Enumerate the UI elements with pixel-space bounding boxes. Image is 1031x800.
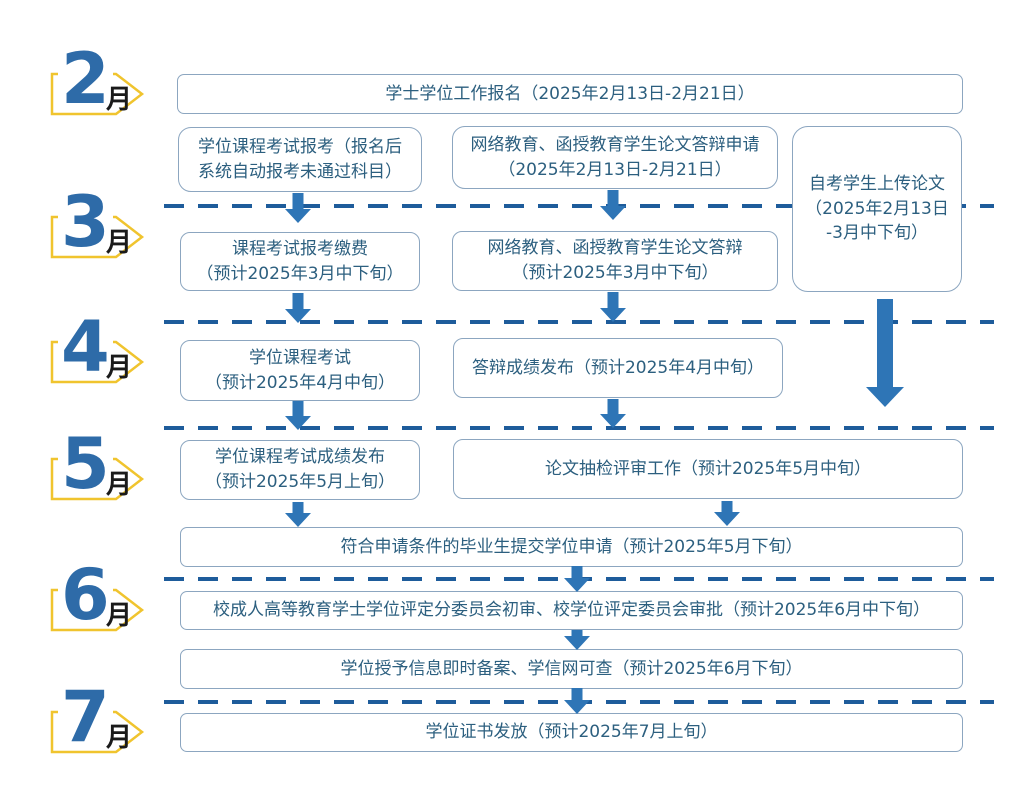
arrow-down-icon (600, 399, 626, 428)
arrow-down-icon (600, 292, 626, 322)
arrow-down-icon (285, 293, 311, 323)
month-unit-label: 月 (106, 85, 133, 115)
month-marker-june: 6 月 (50, 560, 160, 635)
arrow-down-icon (564, 688, 590, 714)
month-marker-may: 5 月 (50, 429, 160, 504)
month-divider-march (164, 204, 994, 208)
step-degree-course-exam-signup: 学位课程考试报考（报名后 系统自动报考未通过科目） (178, 127, 422, 192)
month-marker-february: 2 月 (50, 44, 160, 119)
month-unit-label: 月 (106, 353, 133, 383)
month-number: 5 (58, 429, 113, 499)
month-number: 6 (58, 560, 113, 630)
month-unit-label: 月 (106, 228, 133, 258)
step-degree-course-exam: 学位课程考试 （预计2025年4月中旬） (180, 340, 420, 401)
month-unit-label: 月 (106, 723, 133, 753)
arrow-down-icon (714, 501, 740, 526)
month-number: 2 (58, 44, 113, 114)
month-divider-april (164, 320, 994, 324)
step-thesis-spotcheck-review: 论文抽检评审工作（预计2025年5月中旬） (453, 439, 963, 499)
month-marker-july: 7 月 (50, 682, 160, 757)
month-unit-label: 月 (106, 601, 133, 631)
month-marker-march: 3 月 (50, 187, 160, 262)
step-submit-degree-application: 符合申请条件的毕业生提交学位申请（预计2025年5月下旬） (180, 527, 963, 567)
month-number: 4 (58, 312, 113, 382)
step-certificate-issuance: 学位证书发放（预计2025年7月上旬） (180, 713, 963, 752)
month-number: 3 (58, 187, 113, 257)
arrow-down-icon (600, 190, 626, 220)
step-selfstudy-upload-thesis: 自考学生上传论文 （2025年2月13日 -3月中下旬） (792, 126, 962, 292)
month-divider-may (164, 426, 994, 430)
step-thesis-defense: 网络教育、函授教育学生论文答辩 （预计2025年3月中下旬） (452, 231, 778, 291)
month-marker-april: 4 月 (50, 312, 160, 387)
step-degree-info-filing: 学位授予信息即时备案、学信网可查（预计2025年6月下旬） (180, 649, 963, 689)
step-exam-signup-payment: 课程考试报考缴费 （预计2025年3月中下旬） (180, 232, 420, 291)
arrow-down-icon (285, 193, 311, 223)
step-thesis-defense-application: 网络教育、函授教育学生论文答辩申请 （2025年2月13日-2月21日） (452, 126, 778, 189)
step-defense-results-release: 答辩成绩发布（预计2025年4月中旬） (453, 338, 783, 398)
long-arrow-down-icon (865, 299, 905, 407)
step-degree-work-registration: 学士学位工作报名（2025年2月13日-2月21日） (177, 74, 963, 114)
arrow-down-icon (564, 630, 590, 650)
arrow-down-icon (285, 401, 311, 430)
arrow-down-icon (285, 502, 311, 527)
step-exam-results-release: 学位课程考试成绩发布 （预计2025年5月上旬） (180, 440, 420, 500)
step-committee-review-approval: 校成人高等教育学士学位评定分委员会初审、校学位评定委员会审批（预计2025年6月… (180, 591, 963, 630)
month-unit-label: 月 (106, 470, 133, 500)
arrow-down-icon (564, 566, 590, 592)
month-number: 7 (58, 682, 113, 752)
